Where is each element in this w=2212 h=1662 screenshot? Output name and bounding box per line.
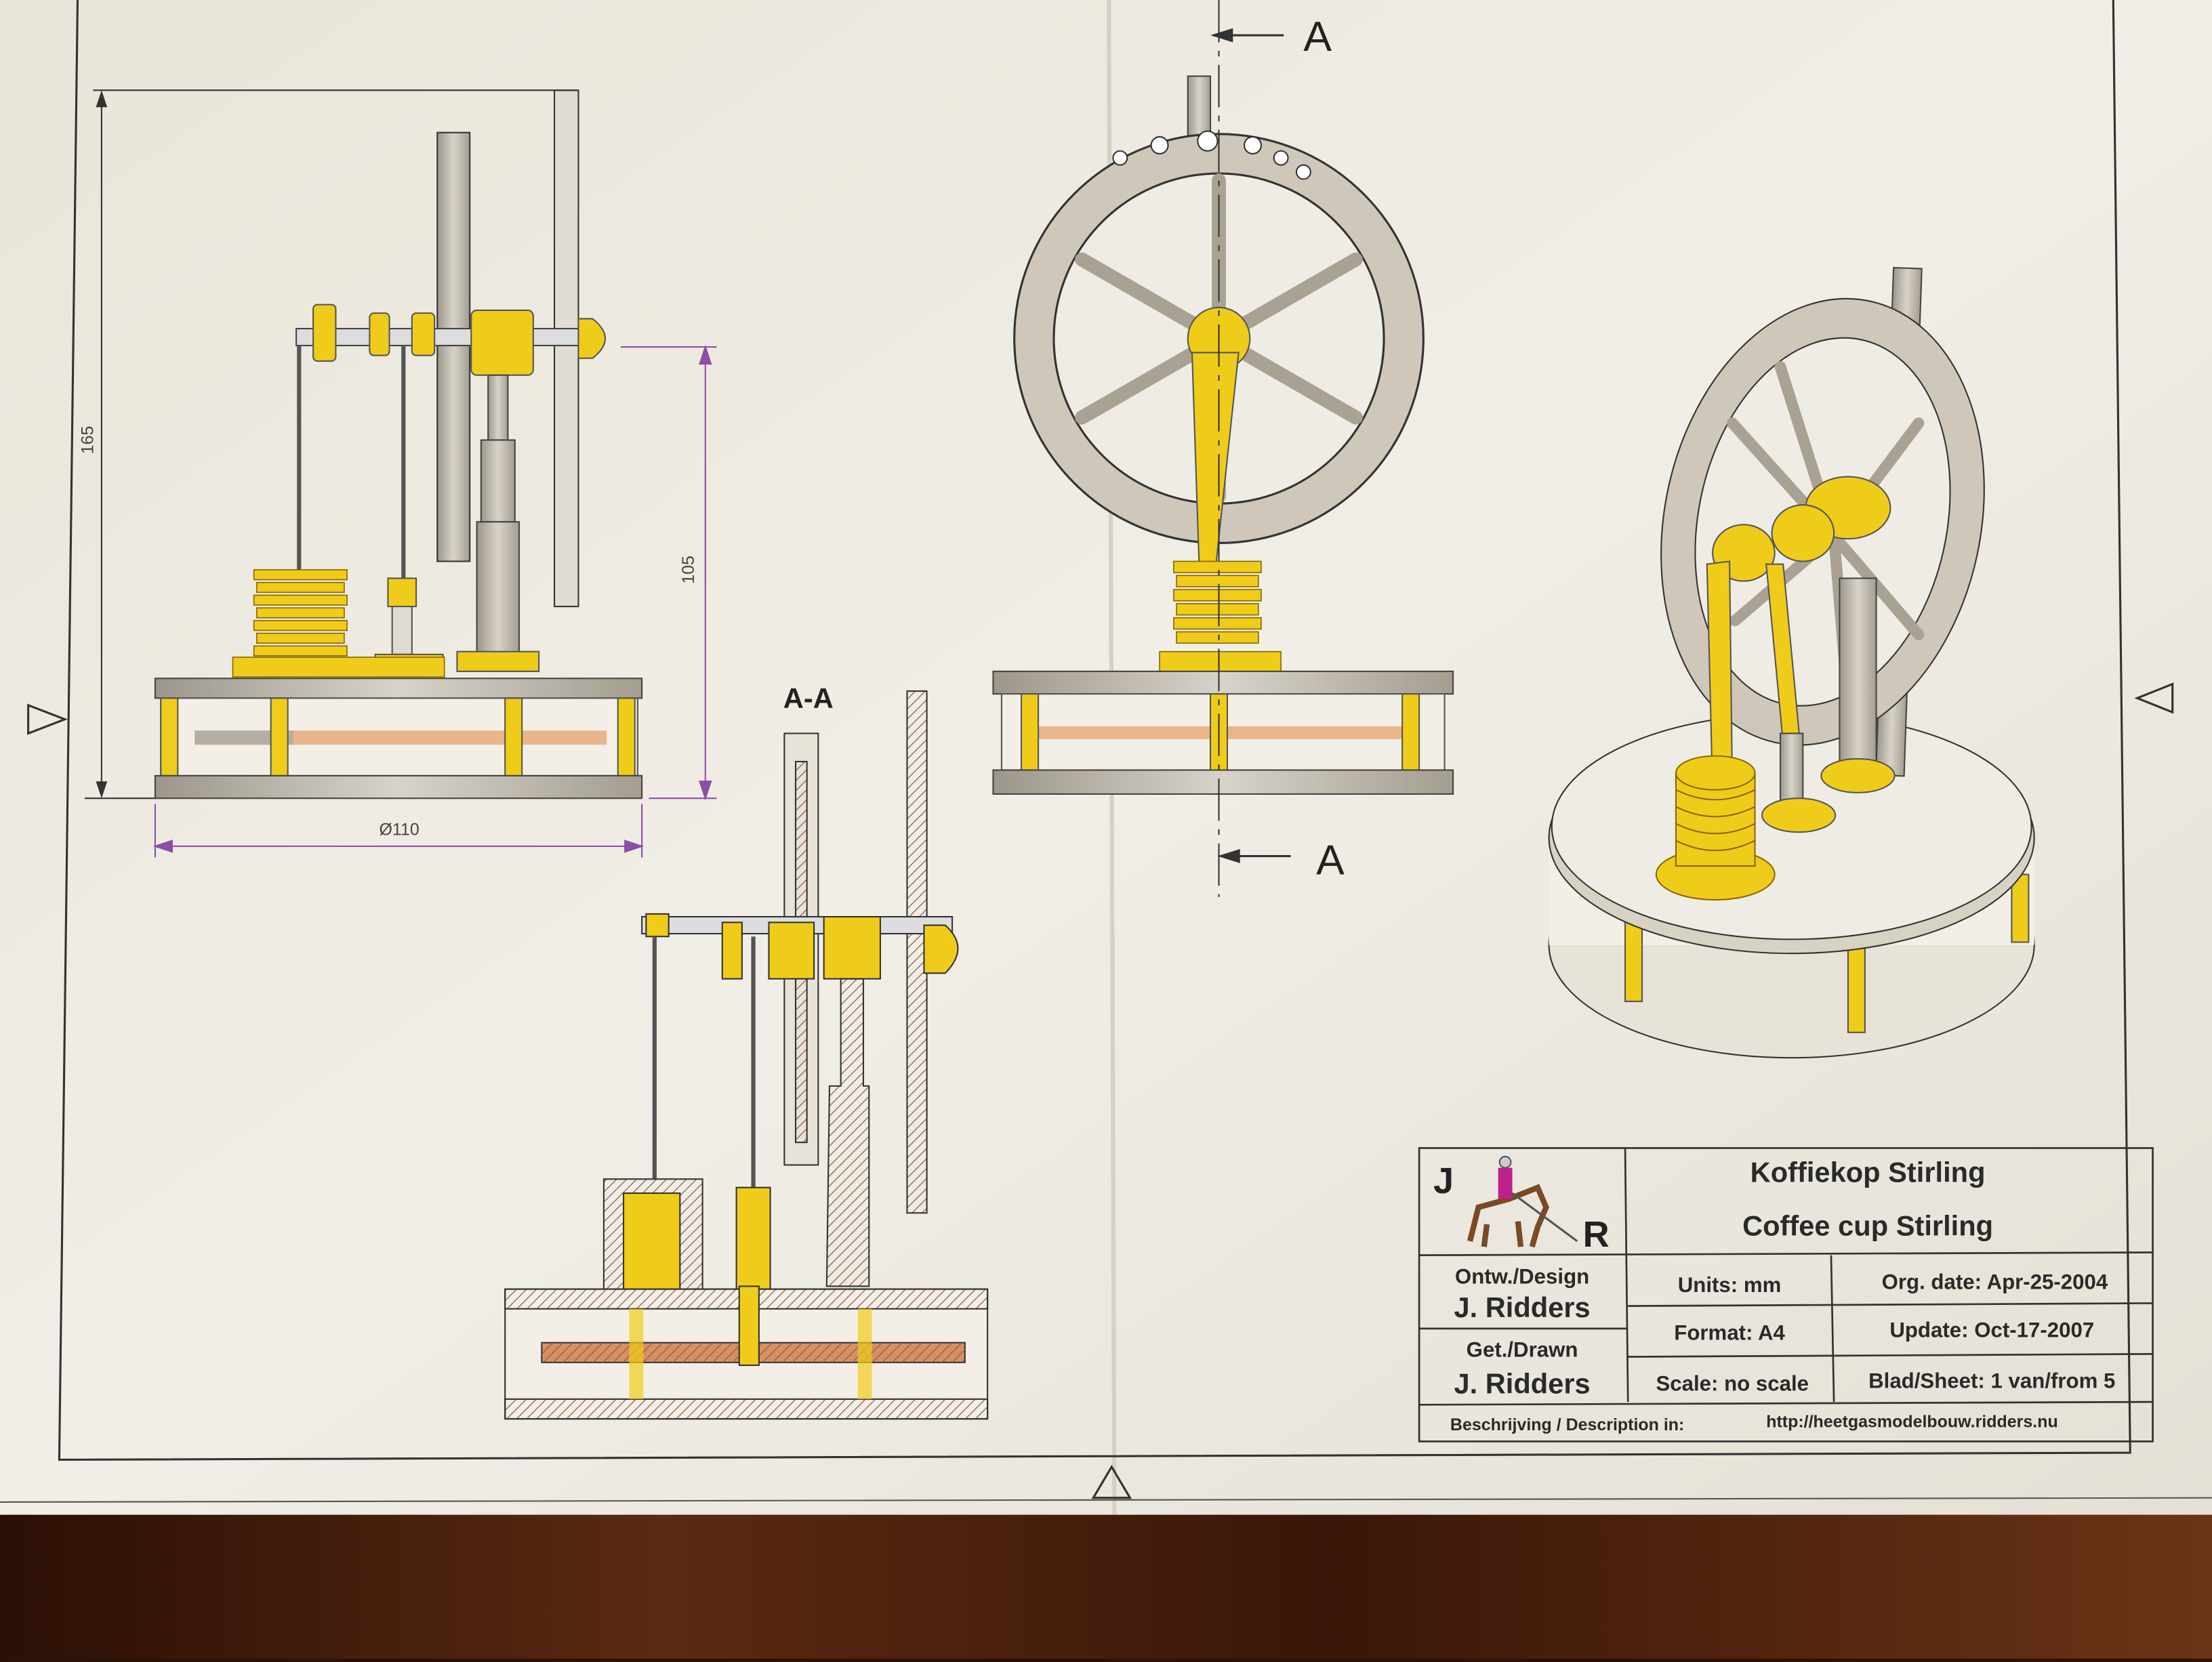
units: Units: mm xyxy=(1678,1273,1782,1297)
dimension-lines xyxy=(84,89,717,858)
section-view-label: A-A xyxy=(783,682,834,714)
design-name: J. Ridders xyxy=(1454,1291,1590,1323)
update-date: Update: Oct-17-2007 xyxy=(1889,1318,2094,1342)
section-marker-bottom: A xyxy=(1316,837,1345,884)
center-mark-bottom xyxy=(1091,1464,1132,1499)
drawn-label: Get./Drawn xyxy=(1467,1338,1578,1362)
format: Format: A4 xyxy=(1674,1321,1785,1345)
title-block xyxy=(1418,1147,2154,1442)
section-view xyxy=(504,690,989,1420)
dim-overall-height: 165 xyxy=(78,426,97,455)
description-label: Beschrijving / Description in: xyxy=(1450,1415,1684,1434)
title-dutch: Koffiekop Stirling xyxy=(1750,1156,1986,1188)
knight-on-horse-icon xyxy=(1467,1184,1549,1248)
front-view xyxy=(992,0,1454,897)
scale: Scale: no scale xyxy=(1656,1371,1809,1395)
svg-text:J: J xyxy=(1433,1161,1454,1201)
drawing-border xyxy=(0,0,2212,1503)
description-url: http://heetgasmodelbouw.ridders.nu xyxy=(1766,1413,2058,1432)
drawn-name: J. Ridders xyxy=(1454,1368,1590,1400)
dim-shaft-height: 105 xyxy=(679,556,698,584)
center-mark-right xyxy=(2134,682,2174,714)
side-view xyxy=(154,89,643,799)
company-logo: J R xyxy=(1433,1155,1610,1255)
svg-text:R: R xyxy=(1583,1214,1610,1255)
center-mark-left xyxy=(27,703,68,735)
section-marker-top: A xyxy=(1303,13,1332,60)
isometric-view xyxy=(1548,266,2035,1059)
title-english: Coffee cup Stirling xyxy=(1742,1210,1993,1242)
org-date: Org. date: Apr-25-2004 xyxy=(1882,1270,2108,1294)
dim-base-diameter: Ø110 xyxy=(379,820,419,839)
sheet-number: Blad/Sheet: 1 van/from 5 xyxy=(1868,1369,2115,1392)
design-label: Ontw./Design xyxy=(1455,1264,1589,1288)
